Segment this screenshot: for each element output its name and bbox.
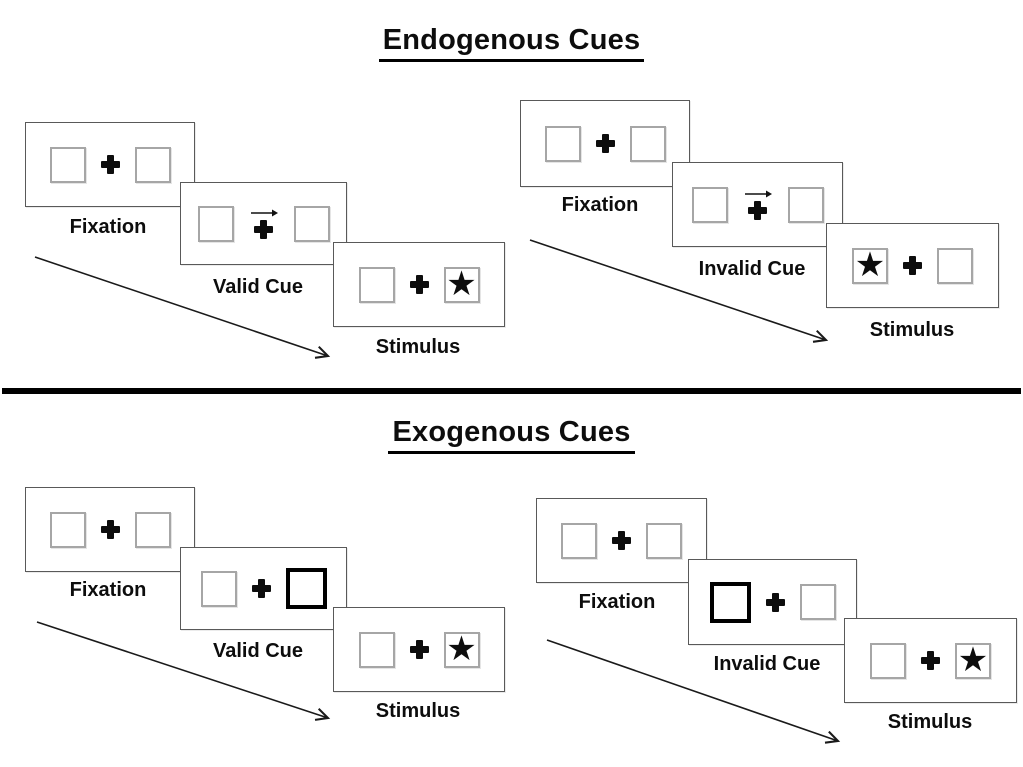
star-icon: ★ bbox=[854, 244, 886, 285]
panel-fixation bbox=[25, 122, 195, 207]
sequence-arrow-endogenous-valid bbox=[34, 256, 331, 359]
target-box-right: ★ bbox=[443, 628, 480, 669]
cue-arrow-right-icon bbox=[250, 209, 278, 217]
fixation-cross-icon bbox=[612, 531, 631, 550]
placeholder-box-right bbox=[787, 186, 824, 223]
section-title-exogenous-text: Exogenous Cues bbox=[388, 416, 635, 454]
sequence-arrow-endogenous-invalid bbox=[529, 239, 829, 343]
panel-label-stimulus: Stimulus bbox=[869, 319, 955, 341]
panel-stimulus: ★ bbox=[333, 242, 505, 327]
sequence-arrow-exogenous-valid bbox=[36, 621, 331, 721]
fixation-cross-icon bbox=[100, 520, 120, 539]
panel-label-stimulus: Stimulus bbox=[375, 336, 461, 358]
placeholder-box-right bbox=[646, 522, 682, 559]
panel-label-cue: Valid Cue bbox=[212, 276, 304, 298]
panel-label-cue: Invalid Cue bbox=[713, 653, 821, 675]
target-box-right: ★ bbox=[955, 639, 991, 680]
placeholder-box-left bbox=[691, 186, 728, 223]
panel-exogenous-invalid-cue bbox=[688, 559, 857, 645]
placeholder-box-left bbox=[358, 631, 395, 668]
panel-label-fixation: Fixation bbox=[561, 194, 639, 216]
panel-endogenous-valid-cue bbox=[180, 182, 347, 265]
fixation-cross-icon bbox=[748, 201, 767, 220]
highlighted-cue-box-right bbox=[285, 568, 327, 609]
placeholder-box-left bbox=[49, 146, 86, 183]
target-box-left: ★ bbox=[852, 244, 888, 285]
target-box-right: ★ bbox=[443, 263, 480, 304]
panel-stimulus: ★ bbox=[844, 618, 1017, 703]
panel-stimulus: ★ bbox=[333, 607, 505, 692]
panel-label-cue: Valid Cue bbox=[212, 640, 304, 662]
placeholder-box-right bbox=[293, 205, 330, 242]
placeholder-box-left bbox=[49, 511, 86, 548]
panel-label-cue: Invalid Cue bbox=[698, 258, 806, 280]
placeholder-box-left bbox=[561, 522, 597, 559]
section-title-endogenous: Endogenous Cues bbox=[0, 24, 1023, 62]
placeholder-box-left bbox=[870, 642, 906, 679]
fixation-cross-icon bbox=[409, 275, 429, 294]
placeholder-box-left bbox=[197, 205, 234, 242]
panel-fixation bbox=[520, 100, 690, 187]
placeholder-box-left bbox=[544, 125, 581, 162]
fixation-cross-icon bbox=[100, 155, 120, 174]
panel-label-fixation: Fixation bbox=[69, 216, 147, 238]
cue-arrow-right-icon bbox=[744, 190, 772, 198]
section-title-endogenous-text: Endogenous Cues bbox=[378, 24, 645, 62]
panel-label-fixation: Fixation bbox=[578, 591, 656, 613]
fixation-cross-icon bbox=[254, 220, 273, 239]
panel-fixation bbox=[25, 487, 195, 572]
placeholder-box-right bbox=[799, 584, 836, 620]
panel-label-stimulus: Stimulus bbox=[887, 711, 973, 733]
placeholder-box-right bbox=[134, 511, 171, 548]
panel-fixation bbox=[536, 498, 707, 583]
highlighted-cue-box-left bbox=[709, 581, 751, 623]
star-icon: ★ bbox=[446, 263, 477, 304]
star-icon: ★ bbox=[957, 639, 989, 680]
star-icon: ★ bbox=[446, 628, 477, 669]
section-title-exogenous: Exogenous Cues bbox=[0, 416, 1023, 454]
placeholder-box-left bbox=[200, 570, 237, 607]
placeholder-box-right bbox=[629, 125, 666, 162]
fixation-cross-icon bbox=[921, 651, 940, 670]
section-divider-line bbox=[2, 388, 1021, 394]
fixation-cross-icon bbox=[251, 579, 271, 598]
fixation-cross-icon bbox=[765, 592, 785, 612]
panel-label-fixation: Fixation bbox=[69, 579, 147, 601]
panel-stimulus: ★ bbox=[826, 223, 999, 308]
fixation-cross-icon bbox=[409, 640, 429, 659]
panel-exogenous-valid-cue bbox=[180, 547, 347, 630]
fixation-cross-icon bbox=[903, 256, 922, 275]
panel-endogenous-invalid-cue bbox=[672, 162, 843, 247]
placeholder-box-left bbox=[358, 266, 395, 303]
placeholder-box-right bbox=[937, 247, 973, 284]
fixation-cross-icon bbox=[595, 134, 615, 153]
panel-label-stimulus: Stimulus bbox=[375, 700, 461, 722]
placeholder-box-right bbox=[134, 146, 171, 183]
